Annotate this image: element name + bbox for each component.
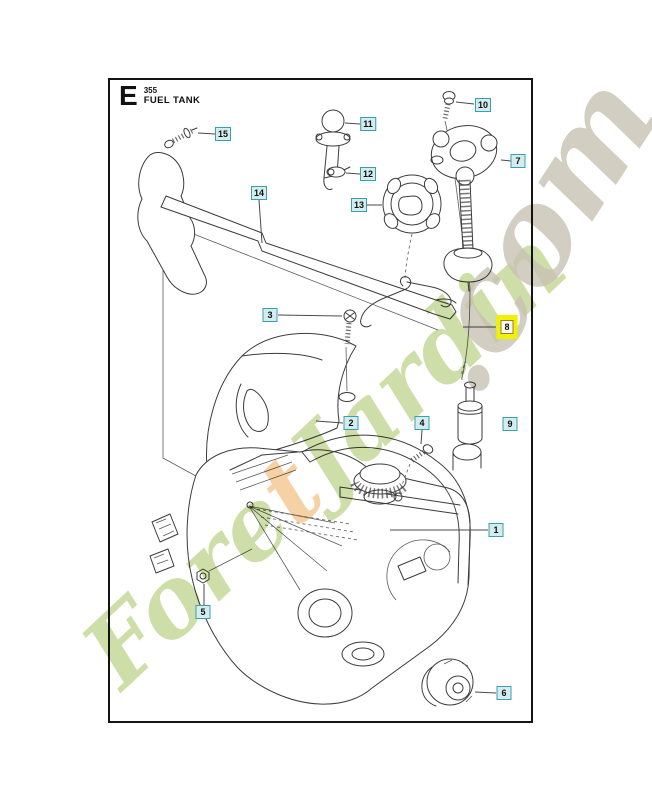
part-callout-12[interactable]: 12: [359, 167, 377, 181]
highlight-box: 8: [496, 315, 518, 339]
part-9-fuel-filter-drawing: [457, 381, 483, 445]
part-6-buffer-drawing: [421, 658, 474, 707]
leader-lines: [197, 101, 512, 694]
part-callout-11[interactable]: 11: [360, 117, 376, 131]
part-callout-3[interactable]: 3: [262, 308, 278, 322]
part-5-nut-drawing: [196, 548, 253, 584]
title-block: E 355 FUEL TANK: [119, 80, 201, 111]
part-1-tank-body-drawing: [149, 434, 482, 705]
part-11-holder-drawing: [315, 109, 351, 190]
part-12-grommet-drawing: [326, 166, 351, 178]
part-13-fuel-cap-drawing: [360, 174, 452, 328]
part-callout-10[interactable]: 10: [474, 98, 492, 112]
part-callout-7[interactable]: 7: [510, 154, 526, 168]
watermark-suffix-text: .com: [375, 49, 652, 419]
page-title: FUEL TANK: [143, 95, 201, 106]
part-callout-1[interactable]: 1: [488, 523, 504, 537]
part-4-screw-drawing: [398, 444, 434, 494]
part-callout-2[interactable]: 2: [343, 416, 359, 430]
part-15-screw-drawing: [164, 127, 198, 149]
part-14-tube-drawing: [137, 152, 457, 320]
part-callout-9[interactable]: 9: [502, 417, 518, 431]
part-callout-8[interactable]: 8: [500, 320, 514, 334]
part-callout-4[interactable]: 4: [414, 416, 430, 430]
part-callout-5[interactable]: 5: [195, 605, 211, 619]
part-7-flange-assembly-drawing: [430, 125, 498, 292]
part-callout-6[interactable]: 6: [496, 686, 512, 700]
tank-cap-mounted-drawing: [350, 463, 410, 505]
part-8-fuel-line-drawing: [461, 291, 471, 381]
model-number: 355: [143, 86, 158, 95]
part-2-cover-drawing: [206, 332, 357, 469]
part-callout-14[interactable]: 14: [250, 186, 268, 200]
part-callout-13[interactable]: 13: [350, 198, 368, 212]
section-letter: E: [119, 80, 138, 111]
part-callout-15[interactable]: 15: [214, 127, 232, 141]
part-3-screw-drawing: [343, 309, 357, 345]
